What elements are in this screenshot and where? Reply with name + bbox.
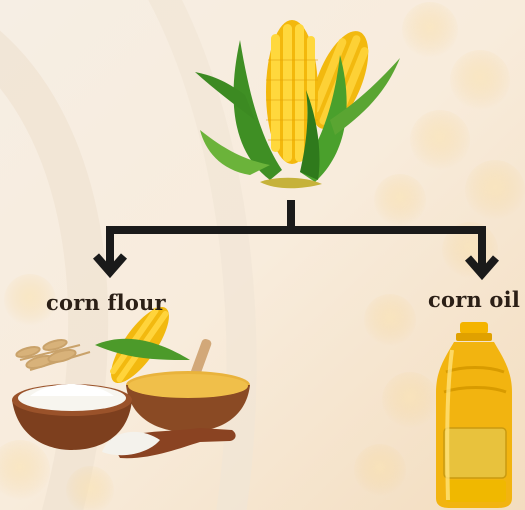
corn-oil-label: corn oil <box>428 287 520 312</box>
corn-flour-label: corn flour <box>46 290 166 315</box>
connector-arrows <box>110 200 482 255</box>
corn-flour-bowls-icon <box>12 299 250 458</box>
corn-oil-bottle-icon <box>436 322 512 508</box>
arrow-head-right <box>468 250 496 274</box>
arrow-head-left <box>96 250 124 272</box>
corn-cob-icon <box>195 20 400 188</box>
